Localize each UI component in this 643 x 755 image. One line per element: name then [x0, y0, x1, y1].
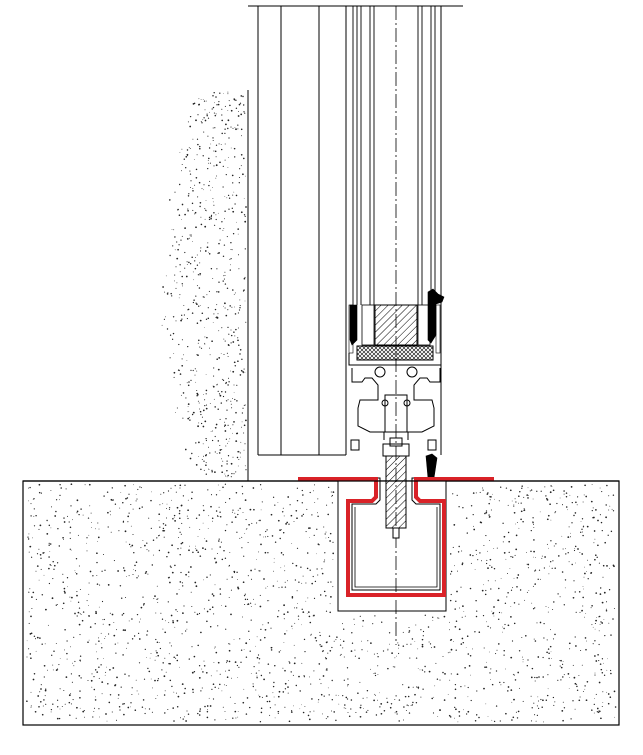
sash-bottom-frame [348, 353, 442, 366]
sash-setting-block [356, 345, 434, 361]
concrete-wall [161, 91, 247, 478]
slab-speckle-fill [26, 483, 617, 723]
concrete-floor-slab [22, 480, 620, 726]
wall-speckle-fill [161, 91, 247, 478]
glazing-unit [352, 6, 436, 305]
sliding-door-frame [247, 5, 463, 481]
weather-seal [425, 453, 438, 479]
guide-blade [385, 455, 407, 539]
glass-spacer-block [361, 304, 431, 346]
glazing-gasket [348, 288, 445, 354]
embedded-track-channel [298, 477, 494, 597]
guide-roller [350, 439, 437, 457]
bottom-rail-profile [351, 366, 441, 447]
